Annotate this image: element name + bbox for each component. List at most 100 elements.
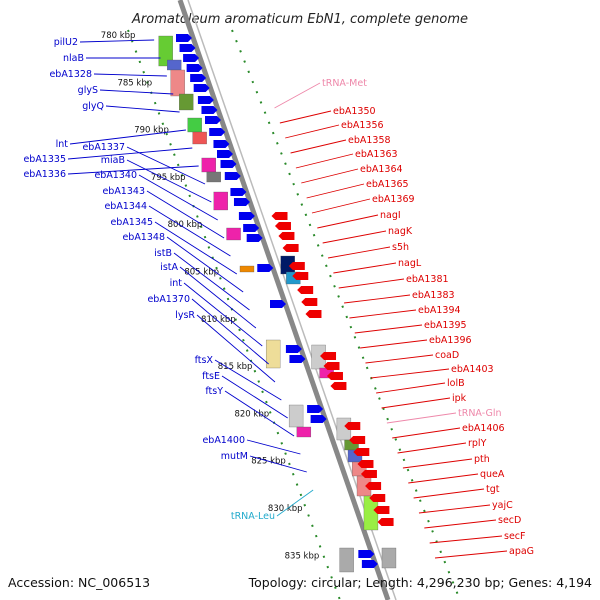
left-leader-line (249, 455, 307, 473)
right-label: pth (474, 454, 490, 465)
left-label: pilU2 (54, 37, 78, 48)
right-label: ebA1365 (366, 179, 409, 190)
left-label: ebA1348 (122, 232, 165, 243)
left-leader-line (166, 236, 244, 293)
left-label: ebA1345 (110, 217, 153, 228)
right-label: tRNA-Gln (458, 408, 502, 419)
forward-gene-arrow (361, 560, 378, 568)
right-label: ebA1358 (348, 135, 391, 146)
left-leader-line (221, 375, 288, 419)
scale-tick-label: 815 kbp (218, 362, 253, 372)
right-labels: tRNA-MetebA1350ebA1356ebA1358ebA1363ebA1… (274, 78, 534, 559)
right-leader-line (317, 214, 379, 229)
right-leader-line (376, 382, 446, 394)
left-leader-line (276, 489, 314, 517)
reverse-gene-arrow (320, 352, 337, 360)
right-leader-line (360, 339, 428, 349)
reverse-gene-arrow (326, 372, 343, 380)
left-leader-line (126, 146, 206, 185)
scale-tick-label: 795 kbp (151, 173, 186, 183)
tracks (127, 0, 461, 600)
reverse-gene-arrow (288, 262, 305, 270)
forward-gene-arrow (224, 172, 241, 180)
forward-gene-arrow (246, 234, 263, 242)
scale-tick-label: 805 kbp (184, 268, 219, 278)
right-label: ebA1395 (424, 320, 467, 331)
left-label: glyS (78, 85, 98, 96)
right-leader-line (327, 246, 391, 259)
reverse-gene-arrow (282, 244, 299, 252)
map-title: Aromatoleum aromaticum EbN1, complete ge… (131, 12, 468, 27)
left-leader-line (99, 89, 174, 95)
right-leader-line (279, 110, 332, 124)
left-leader-line (154, 221, 238, 275)
scale-tick-label: 790 kbp (134, 126, 169, 136)
gene-block (213, 191, 228, 211)
forward-gene-arrow (238, 212, 255, 220)
right-label: ebA1383 (412, 290, 455, 301)
reverse-gene-arrow (365, 482, 382, 490)
right-label: ebA1394 (418, 305, 461, 316)
right-leader-line (295, 153, 354, 169)
left-leader-line (146, 190, 225, 239)
features (158, 34, 397, 573)
accession: Accession: NC_006513 (8, 575, 150, 590)
left-leader-line (138, 174, 218, 221)
scale-tick-label: 800 kbp (168, 220, 203, 230)
right-leader-line (413, 488, 485, 499)
left-label: ebA1337 (82, 142, 125, 153)
reverse-gene-arrow (344, 422, 361, 430)
gene-block (288, 404, 304, 428)
left-label: ftsE (202, 371, 220, 382)
forward-gene-arrow (193, 84, 210, 92)
right-label: ebA1356 (341, 120, 384, 131)
gene-block (239, 265, 255, 273)
right-label: lolB (447, 378, 465, 389)
reverse-gene-arrow (349, 436, 366, 444)
left-label: ebA1328 (49, 69, 92, 80)
right-leader-line (381, 397, 451, 409)
right-label: ipk (452, 393, 467, 404)
gene-block (192, 131, 207, 145)
reverse-gene-arrow (323, 362, 340, 370)
left-label: ebA1370 (147, 294, 190, 305)
reverse-gene-arrow (373, 506, 390, 514)
forward-gene-arrow (358, 550, 375, 558)
left-leader-line (246, 439, 301, 455)
forward-gene-arrow (270, 300, 286, 308)
reverse-gene-arrow (357, 460, 374, 468)
forward-gene-arrow (285, 345, 302, 353)
scale-tick-label: 830 kbp (268, 504, 303, 514)
scale-tick-label: 785 kbp (117, 78, 152, 88)
right-leader-line (285, 124, 340, 139)
left-leader-line (196, 314, 276, 383)
forward-gene-arrow (233, 198, 250, 206)
left-label: nlaB (63, 53, 84, 64)
right-label: ebA1364 (360, 164, 403, 175)
right-leader-line (322, 230, 387, 244)
left-label: glyQ (82, 101, 104, 112)
reverse-gene-arrow (297, 286, 314, 294)
gene-block (265, 339, 281, 369)
left-labels: pilU2nlaBebA1328glySglyQlntebA1335ebA133… (23, 37, 314, 522)
gene-block (170, 69, 185, 97)
gene-block (339, 547, 354, 573)
left-label: ftsX (195, 355, 214, 366)
reverse-gene-arrow (278, 232, 295, 240)
left-label: ebA1340 (94, 170, 137, 181)
gene-block (381, 547, 397, 569)
right-label: ebA1381 (406, 274, 449, 285)
left-label: ebA1400 (202, 435, 245, 446)
right-label: secD (498, 515, 521, 526)
right-leader-line (338, 278, 405, 289)
forward-gene-arrow (243, 224, 260, 232)
right-leader-line (306, 183, 365, 199)
forward-gene-arrow (307, 405, 324, 413)
left-label: tRNA-Leu (231, 511, 275, 522)
right-label: tgt (486, 484, 500, 495)
left-label: istB (154, 248, 172, 259)
scale-tick-label: 810 kbp (201, 315, 236, 325)
gene-block (187, 117, 202, 133)
right-label: coaD (435, 350, 459, 361)
